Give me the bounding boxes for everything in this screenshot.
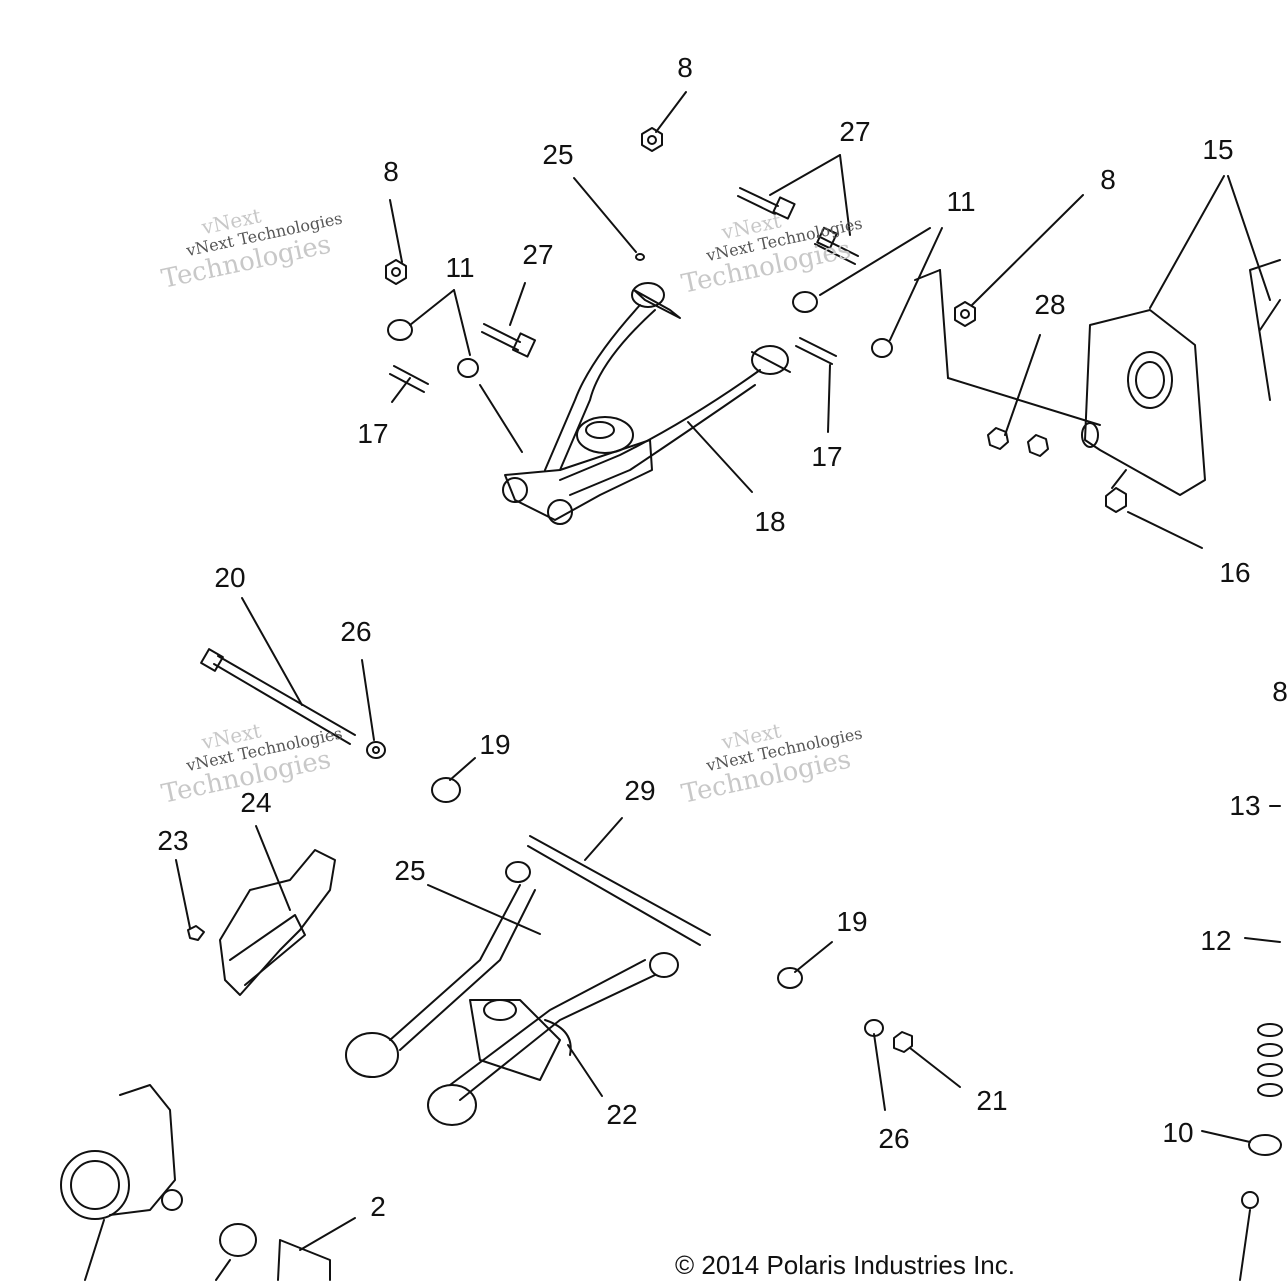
callout-18: 18 xyxy=(754,506,786,537)
bearing-carrier xyxy=(60,1084,331,1281)
callout-8: 8 xyxy=(1272,676,1288,707)
callout-13: 13 xyxy=(1229,790,1261,821)
lower-a-arm xyxy=(345,835,711,1126)
callout-16: 16 xyxy=(1219,557,1251,588)
callout-25: 25 xyxy=(394,855,426,886)
callout-26: 26 xyxy=(340,616,372,647)
callout-29: 29 xyxy=(624,775,656,806)
callout-11: 11 xyxy=(445,252,475,283)
callout-15: 15 xyxy=(1202,134,1234,165)
callout-24: 24 xyxy=(240,787,272,818)
callout-8: 8 xyxy=(383,156,399,187)
callout-8: 8 xyxy=(677,52,693,83)
callout-22: 22 xyxy=(606,1099,638,1130)
callout-12: 12 xyxy=(1200,925,1232,956)
callout-17: 17 xyxy=(811,441,843,472)
knuckle-bracket xyxy=(1081,259,1281,496)
callout-8: 8 xyxy=(1100,164,1116,195)
long-bolt xyxy=(200,648,386,759)
callout-19: 19 xyxy=(479,729,511,760)
callout-21: 21 xyxy=(976,1085,1008,1116)
callout-23: 23 xyxy=(157,825,189,856)
callout-26: 26 xyxy=(878,1123,910,1154)
callout-27: 27 xyxy=(522,239,554,270)
callout-10: 10 xyxy=(1162,1117,1194,1148)
callout-28: 28 xyxy=(1034,289,1066,320)
callout-25: 25 xyxy=(542,139,574,170)
shock-spring xyxy=(1239,1023,1283,1281)
callout-20: 20 xyxy=(214,562,246,593)
callout-2: 2 xyxy=(370,1191,386,1222)
hardware-parts xyxy=(385,127,1127,513)
leader-lines xyxy=(84,91,1281,1281)
callout-27: 27 xyxy=(839,116,871,147)
callout-11: 11 xyxy=(946,186,976,217)
callout-17: 17 xyxy=(357,418,389,449)
upper-a-arm xyxy=(502,282,791,525)
callout-19: 19 xyxy=(836,906,868,937)
copyright-notice: © 2014 Polaris Industries Inc. xyxy=(675,1250,1015,1280)
skid-guard xyxy=(187,849,336,996)
